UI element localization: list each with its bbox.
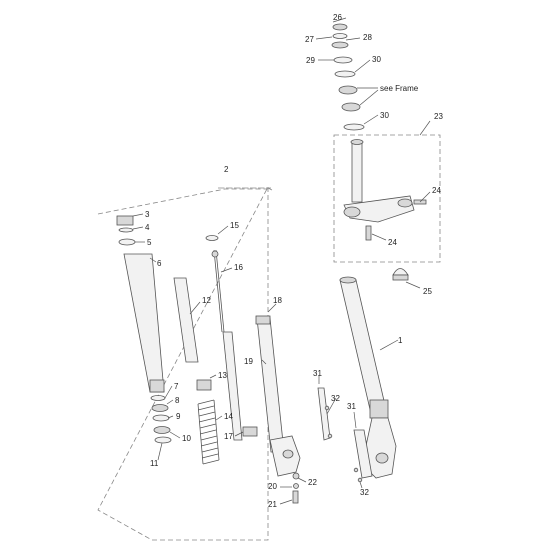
washer-20	[293, 483, 299, 489]
ring-7	[150, 395, 166, 401]
callout-24-lower: 24	[388, 238, 397, 247]
callout-6: 6	[157, 259, 162, 268]
spring-14	[197, 399, 220, 465]
callout-31-left: 31	[313, 369, 322, 378]
bearing-lower	[341, 102, 361, 112]
see-frame-note: see Frame	[380, 84, 419, 93]
callout-10: 10	[182, 434, 191, 443]
callout-17: 17	[224, 432, 233, 441]
callout-2: 2	[224, 165, 229, 174]
callout-23: 23	[434, 112, 443, 121]
bracket-31-right	[353, 429, 373, 479]
damper-rod-16	[213, 249, 223, 333]
callout-20: 20	[268, 482, 277, 491]
right-fork-leg-1	[339, 279, 389, 419]
spacer-12	[173, 277, 199, 363]
callout-5: 5	[147, 238, 152, 247]
callout-4: 4	[145, 223, 150, 232]
bush-18	[255, 315, 271, 325]
callout-18: 18	[273, 296, 282, 305]
washer-15	[205, 235, 219, 241]
nut-26	[332, 23, 348, 31]
clip-9	[152, 414, 170, 422]
callout-15: 15	[230, 221, 239, 230]
washer-29	[333, 56, 353, 64]
washer-27	[332, 33, 348, 39]
washer-5	[118, 238, 136, 246]
callout-13: 13	[218, 371, 227, 380]
callout-8: 8	[175, 396, 180, 405]
seal-30-upper	[334, 70, 356, 78]
callout-28: 28	[363, 33, 372, 42]
cartridge-16	[222, 331, 243, 441]
callout-12: 12	[202, 296, 211, 305]
callout-9: 9	[176, 412, 181, 421]
callout-7: 7	[174, 382, 179, 391]
steering-stem	[351, 141, 363, 203]
callout-11: 11	[150, 459, 159, 468]
callout-30-lower: 30	[380, 111, 389, 120]
steering-bearing-stack	[331, 23, 365, 131]
seal-30-lower	[343, 123, 365, 131]
drain-bolt-21	[292, 490, 299, 504]
lower-yoke-assembly	[343, 139, 427, 241]
bracket-31-left	[317, 387, 331, 441]
bearing-upper	[338, 85, 358, 95]
callout-1: 1	[398, 336, 403, 345]
pinch-bolt-lower	[365, 225, 372, 241]
fork-cap-3	[116, 215, 134, 226]
callout-3: 3	[145, 210, 150, 219]
group-box-yoke	[333, 134, 441, 263]
callout-16: 16	[234, 263, 243, 272]
callout-22: 22	[308, 478, 317, 487]
inner-tube-19	[256, 317, 285, 453]
callout-30-upper: 30	[372, 55, 381, 64]
bolt-22	[292, 472, 300, 480]
nut-28	[331, 41, 349, 49]
outer-tube-left	[116, 215, 172, 444]
callout-32-left: 32	[331, 394, 340, 403]
callout-25: 25	[423, 287, 432, 296]
collar-13	[196, 379, 212, 391]
callout-21: 21	[268, 500, 277, 509]
callout-14: 14	[224, 412, 233, 421]
callout-19: 19	[244, 357, 253, 366]
callout-32-right: 32	[360, 488, 369, 497]
callout-29: 29	[306, 56, 315, 65]
callout-31-right: 31	[347, 402, 356, 411]
bush-17	[242, 426, 258, 437]
seal-8	[151, 404, 169, 412]
callout-24-upper: 24	[432, 186, 441, 195]
dust-seal-10	[153, 426, 171, 434]
cap-25	[392, 268, 409, 276]
o-ring-4	[118, 227, 134, 233]
group-box-fork-internals	[218, 187, 273, 191]
callout-26: 26	[333, 13, 342, 22]
outer-tube-6	[123, 253, 165, 393]
bush-11	[154, 436, 172, 444]
callout-27: 27	[305, 35, 314, 44]
